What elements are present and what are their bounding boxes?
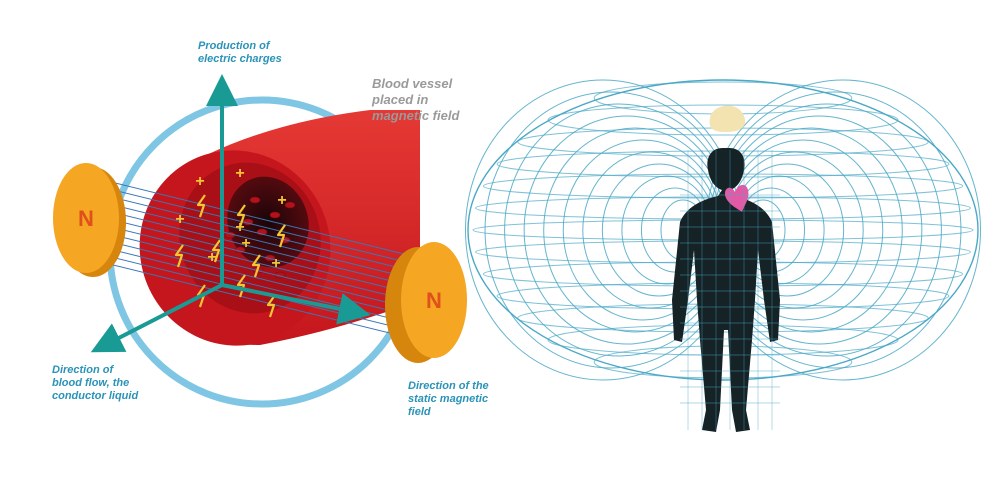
svg-text:+: + [235,219,244,236]
label-static-field-direction: Direction of the static magnetic field [408,380,489,418]
heart-icon [724,184,749,212]
label-blood-flow-direction: Direction of blood flow, the conductor l… [52,364,139,402]
svg-text:+: + [195,173,204,190]
human-body-icon [672,105,780,432]
label-blood-vessel: Blood vessel placed in magnetic field [372,76,460,123]
pole-label-right: N [426,288,442,313]
magnet-icon: N [53,163,126,277]
label-production-of-charges: Production of electric charges [198,40,282,65]
magnet-icon: N [385,242,467,363]
brain-icon [709,105,746,132]
svg-text:+: + [175,211,184,228]
pole-label-left: N [78,206,94,231]
svg-text:+: + [207,249,216,266]
svg-text:+: + [235,165,244,182]
axis-arrows [90,74,371,353]
charge-symbols: ++++++++ [175,165,286,272]
svg-text:+: + [277,192,286,209]
svg-text:+: + [271,255,280,272]
body-field-lines [680,150,780,430]
svg-text:+: + [241,235,250,252]
